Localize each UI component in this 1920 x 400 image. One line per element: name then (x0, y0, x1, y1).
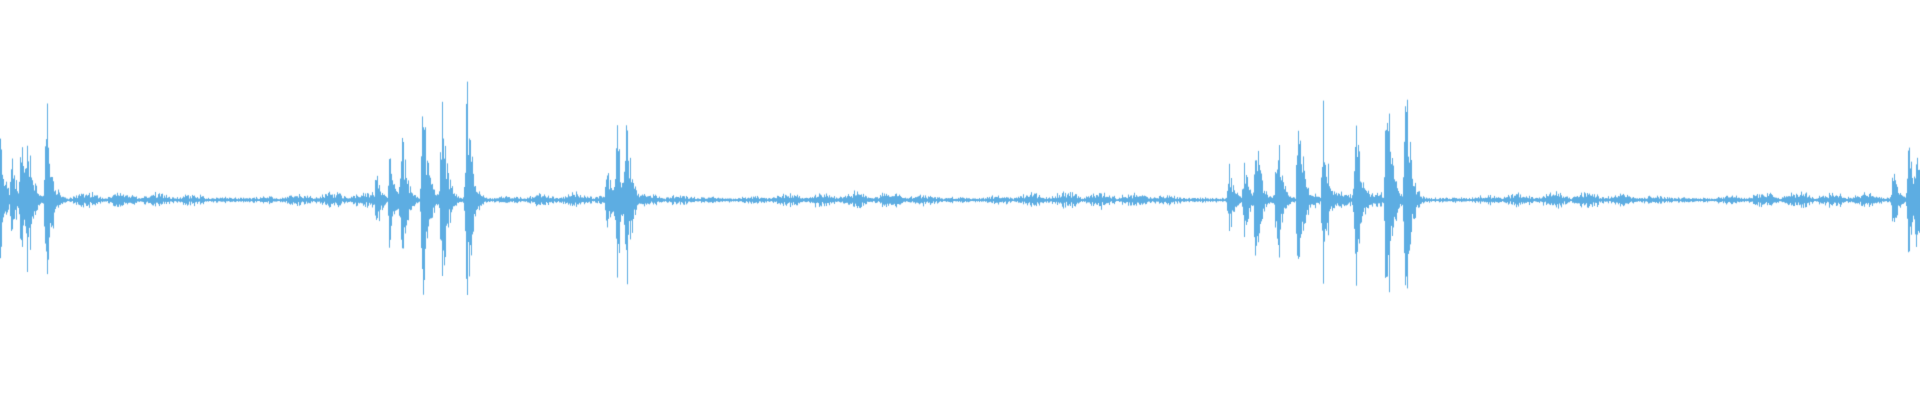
audio-waveform[interactable] (0, 0, 1920, 400)
